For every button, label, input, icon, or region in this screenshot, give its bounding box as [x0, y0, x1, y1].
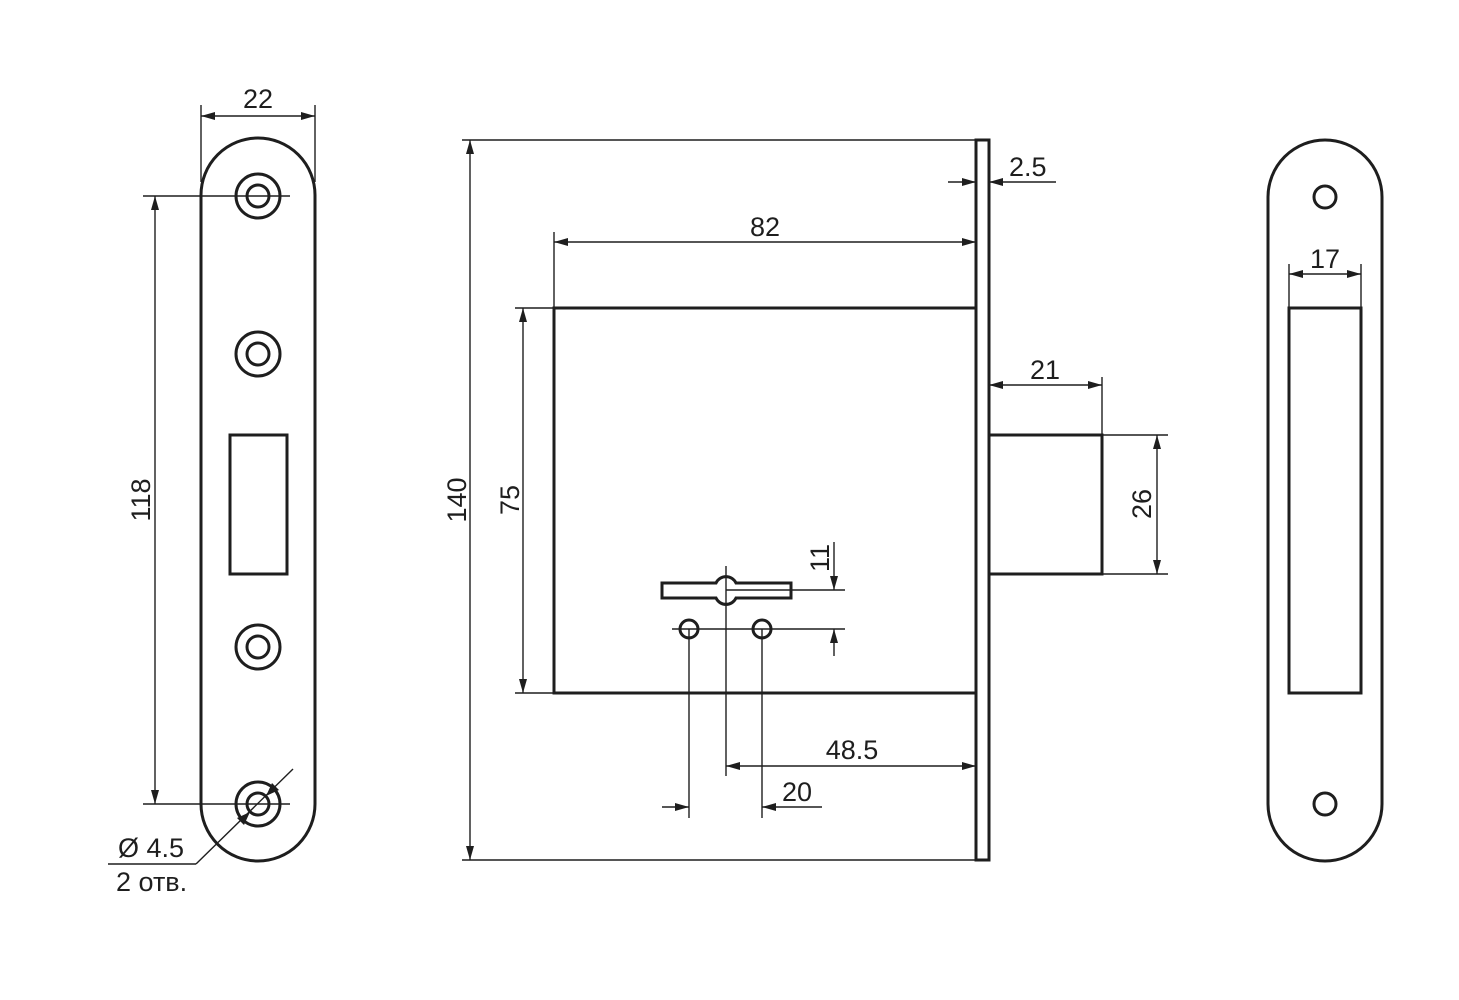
strike-hole-top — [1312, 184, 1338, 210]
keyhole-offset-label: 11 — [805, 544, 835, 572]
backset-label: 48.5 — [826, 735, 879, 765]
plate-width-label: 22 — [243, 84, 273, 114]
body-depth-label: 82 — [750, 212, 780, 242]
total-height-label: 140 — [442, 477, 472, 522]
bolt-height-label: 26 — [1127, 489, 1157, 519]
deadbolt — [987, 433, 1104, 576]
slot-width-label: 17 — [1310, 244, 1340, 274]
faceplate-section — [974, 138, 991, 862]
screw-hole-lower-outer — [234, 623, 282, 671]
lock-case — [552, 306, 978, 695]
strike-hole-bottom — [1312, 791, 1338, 817]
screw-spacing-label: 20 — [782, 777, 812, 807]
bolt-opening — [228, 433, 289, 576]
screw-hole-lower-inner — [245, 634, 271, 660]
strike-plate-view: 17 — [1266, 138, 1384, 863]
strike-slot — [1287, 306, 1363, 695]
strike-plate-outline — [1266, 138, 1384, 863]
bolt-projection-label: 21 — [1030, 355, 1060, 385]
screw-hole-upper-inner — [245, 341, 271, 367]
front-faceplate-view: 22 118 Ø 4.5 2 отв. — [108, 84, 317, 897]
faceplate-thickness-label: 2.5 — [1009, 152, 1047, 182]
hole-count-label: 2 отв. — [116, 867, 187, 897]
lock-side-view: 140 75 82 2.5 21 26 — [442, 138, 1168, 862]
faceplate-outline — [199, 136, 317, 863]
hole-spacing-label: 118 — [126, 478, 156, 521]
hole-diameter-label: Ø 4.5 — [118, 833, 184, 863]
body-height-label: 75 — [495, 485, 525, 515]
screw-hole-upper-outer — [234, 330, 282, 378]
